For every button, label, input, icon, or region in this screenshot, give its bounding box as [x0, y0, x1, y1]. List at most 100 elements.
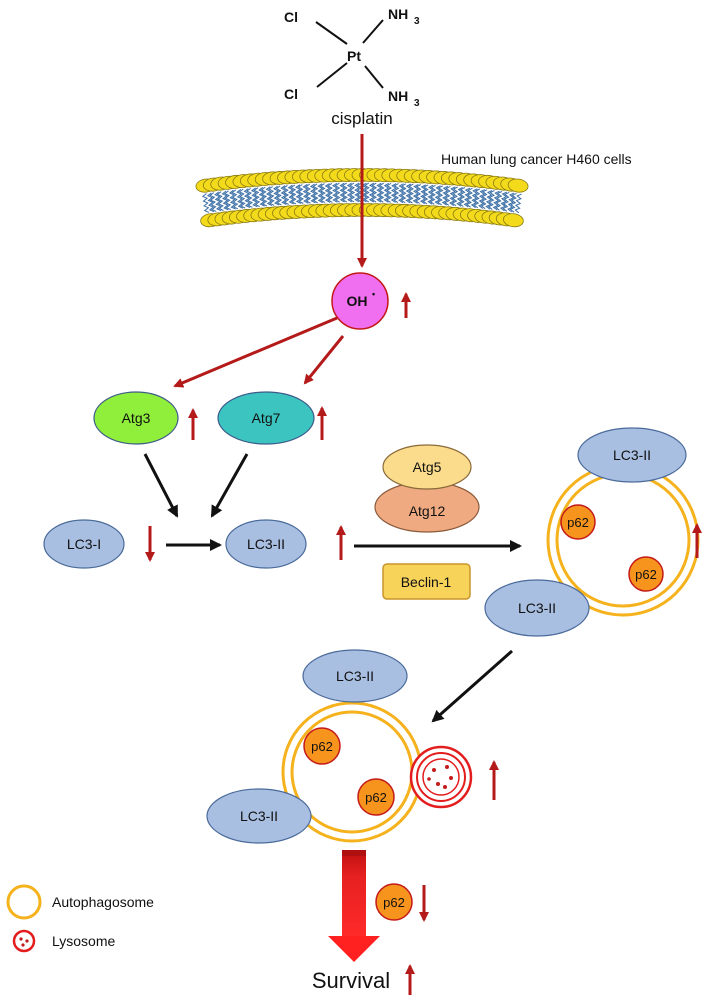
lipid-tail — [444, 185, 451, 206]
survival-label: Survival — [312, 968, 390, 993]
cell-label: Human lung cancer H460 cells — [441, 151, 632, 167]
lipid-tail — [272, 185, 280, 206]
lipid-tail — [302, 183, 309, 204]
lipid-tail — [221, 190, 229, 211]
lipid-tail — [429, 184, 437, 205]
p62-node — [375, 883, 413, 921]
lipid-tail — [427, 184, 434, 205]
lipid-tail — [267, 186, 275, 206]
lipid-tail — [363, 182, 370, 203]
oh-to-atg7-arrow — [303, 335, 345, 385]
oh-label: OH — [347, 293, 368, 309]
cl-bottom-label: Cl — [284, 86, 298, 102]
lipid-tail — [449, 186, 456, 207]
lc3-ii-bottom-label: LC3-II — [518, 600, 556, 616]
lipid-tail — [206, 192, 215, 213]
lipid-tail — [436, 185, 444, 206]
lipid-tail — [465, 187, 473, 208]
lysosome-granules — [427, 765, 453, 789]
lipid-tail — [228, 189, 237, 210]
lipid-head — [507, 178, 529, 193]
lipid-tail — [349, 182, 356, 203]
lipid-tail — [231, 189, 239, 210]
lipid-tail — [223, 190, 232, 211]
lipid-tail — [398, 183, 405, 204]
lipid-tail — [434, 185, 442, 206]
lipid-tail — [507, 192, 515, 213]
lipid-tail — [463, 187, 471, 208]
legend-lysosome-label: Lysosome — [52, 933, 116, 949]
lipid-tail — [368, 182, 375, 203]
lipid-tail — [393, 183, 400, 204]
lipid-tail — [383, 182, 390, 203]
lc3-ii-top-node — [577, 427, 687, 483]
lipid-tail — [209, 192, 217, 212]
autophagosome-to-fusion-arrow — [431, 649, 513, 723]
lipid-tail — [309, 183, 317, 204]
lipid-tail — [312, 183, 319, 204]
lc3-ii-top-label: LC3-II — [336, 668, 374, 684]
lipid-tail — [297, 184, 304, 204]
lipid-tail — [407, 183, 415, 204]
p62-label: p62 — [567, 515, 589, 530]
lipid-tail — [458, 187, 466, 207]
beclin-1-label: Beclin-1 — [401, 574, 452, 590]
lipid-tail — [441, 185, 449, 206]
pt-label: Pt — [347, 48, 361, 64]
legend: Autophagosome Lysosome — [6, 884, 154, 953]
lipid-tail — [478, 189, 486, 209]
p62-label: p62 — [311, 739, 333, 754]
lipid-tail — [502, 191, 510, 212]
lipid-head — [503, 213, 524, 228]
lipid-tail — [339, 182, 346, 203]
atg3-to-conversion-arrow — [143, 453, 179, 518]
lipid-tail — [514, 193, 522, 214]
lipid-tail — [253, 187, 261, 208]
lipid-tail — [280, 185, 288, 205]
lysosome-core-ring — [422, 758, 460, 796]
p62-label: p62 — [383, 895, 405, 910]
lipid-tail — [290, 184, 297, 205]
oh-superscript: • — [372, 289, 375, 299]
lipid-tail — [451, 186, 459, 207]
lc3-ii-label: LC3-II — [247, 536, 285, 552]
lipid-tail — [245, 187, 253, 208]
autophagosome-top: LC3-II LC3-II p62 p62 — [484, 427, 702, 637]
lc3-ii-top-label: LC3-II — [613, 447, 651, 463]
lc3-ii-node — [225, 519, 307, 569]
lc3-ii-bottom-node — [484, 579, 590, 637]
lipid-tail — [287, 184, 295, 205]
cisplatin-name: cisplatin — [331, 109, 392, 128]
lipid-tail — [473, 188, 481, 209]
p62-label: p62 — [365, 790, 387, 805]
lc3-ii-bottom-label: LC3-II — [240, 808, 278, 824]
lipid-tail — [275, 185, 283, 206]
cl-top-label: Cl — [284, 9, 298, 25]
lipid-tail — [509, 192, 517, 213]
lipid-tail — [456, 186, 464, 207]
lc3-ii-bottom-node — [206, 788, 312, 844]
lipid-tail — [214, 191, 222, 212]
p62-node — [357, 778, 395, 816]
p62-node — [628, 556, 664, 592]
lipid-tail — [341, 182, 348, 203]
lipid-tail — [494, 191, 503, 211]
lipid-tail — [282, 184, 290, 205]
lipid-tail — [499, 191, 508, 212]
lc3-ii-top-node — [302, 649, 408, 703]
lipid-tail — [201, 193, 210, 213]
atg5-node — [382, 444, 472, 490]
oh-to-atg3-arrow — [173, 316, 338, 388]
oh-radical-node — [331, 272, 389, 330]
lipid-tail — [354, 182, 361, 203]
nh3-top-label: NH — [388, 6, 408, 22]
lipid-tail — [243, 188, 251, 208]
atg12-label: Atg12 — [409, 503, 446, 519]
atg5-label: Atg5 — [413, 459, 442, 475]
lipid-tail — [378, 182, 385, 203]
atg3-node — [93, 391, 179, 445]
legend-autophagosome-label: Autophagosome — [52, 894, 154, 910]
lipid-tail — [414, 184, 422, 204]
lipid-tail — [319, 183, 326, 204]
